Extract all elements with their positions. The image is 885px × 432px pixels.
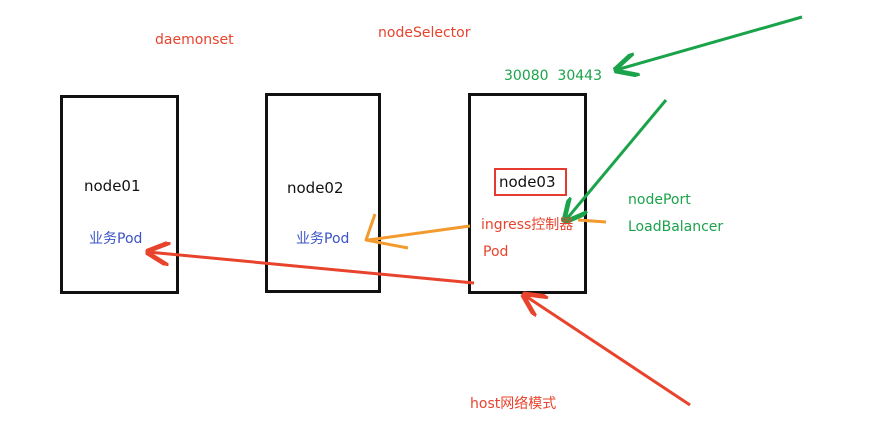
orange-arrow-node02 — [364, 213, 471, 250]
node01-pod-label: 业务Pod — [89, 231, 143, 247]
red-arrow-node01 — [148, 252, 475, 285]
orange-line-lb — [577, 218, 607, 224]
daemonset-label: daemonset — [155, 32, 234, 48]
nodeselector-label: nodeSelector — [378, 25, 471, 41]
ingress-controller-label: ingress控制器 — [481, 217, 574, 233]
node03-label: node03 — [499, 173, 556, 191]
ingress-pod-label: Pod — [483, 244, 509, 260]
node02-pod-label: 业务Pod — [296, 231, 350, 247]
red-arrow-hostnetwork — [524, 295, 691, 407]
host-network-label: host网络模式 — [470, 396, 557, 412]
green-arrow-ports — [616, 15, 803, 70]
node01-label: node01 — [84, 177, 141, 195]
node03-highlight — [494, 168, 567, 196]
node02-box — [265, 93, 381, 293]
loadbalancer-label: LoadBalancer — [628, 219, 724, 235]
ports-label: 30080 30443 — [504, 68, 602, 84]
nodeport-label: nodePort — [628, 192, 691, 208]
green-arrow-ingress — [565, 99, 668, 221]
node01-box — [60, 95, 179, 294]
node02-label: node02 — [287, 179, 344, 197]
